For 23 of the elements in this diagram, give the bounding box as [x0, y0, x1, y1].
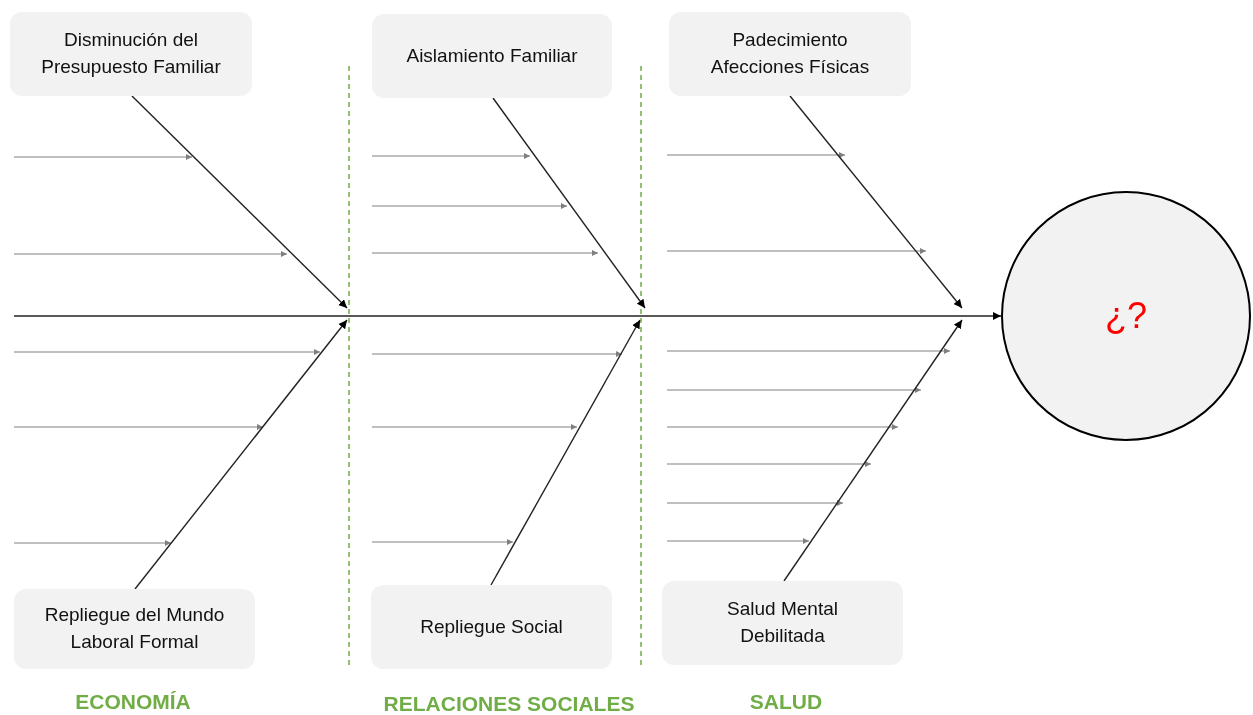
bone-arrow	[492, 97, 646, 309]
effect-text: ¿?	[1105, 295, 1147, 337]
cause-text: Padecimiento Afecciones Físicas	[709, 28, 871, 79]
cause-text: Repliegue Social	[420, 614, 563, 639]
cause-box	[669, 12, 911, 96]
cause-box	[10, 12, 252, 96]
spine-arrow	[13, 311, 1002, 321]
cause-text: Disminución del Presupuesto Familiar	[40, 28, 222, 79]
bone-arrow	[783, 319, 963, 582]
cause-box	[14, 589, 255, 669]
bone-arrow	[789, 95, 963, 309]
cause-box	[371, 585, 612, 669]
category-label: SALUD	[749, 690, 823, 714]
bone-arrow	[134, 319, 348, 590]
cause-box	[662, 581, 903, 665]
bone-arrow	[490, 319, 641, 586]
cause-text: Repliegue del Mundo Laboral Formal	[43, 603, 226, 654]
bone-arrow	[131, 95, 348, 309]
cause-text: Salud Mental Debilitada	[726, 597, 839, 648]
cause-text: Aislamiento Familiar	[406, 43, 578, 68]
category-label: ECONOMÍA	[75, 690, 191, 714]
category-label: RELACIONES SOCIALES	[383, 692, 635, 715]
cause-box	[372, 14, 612, 98]
